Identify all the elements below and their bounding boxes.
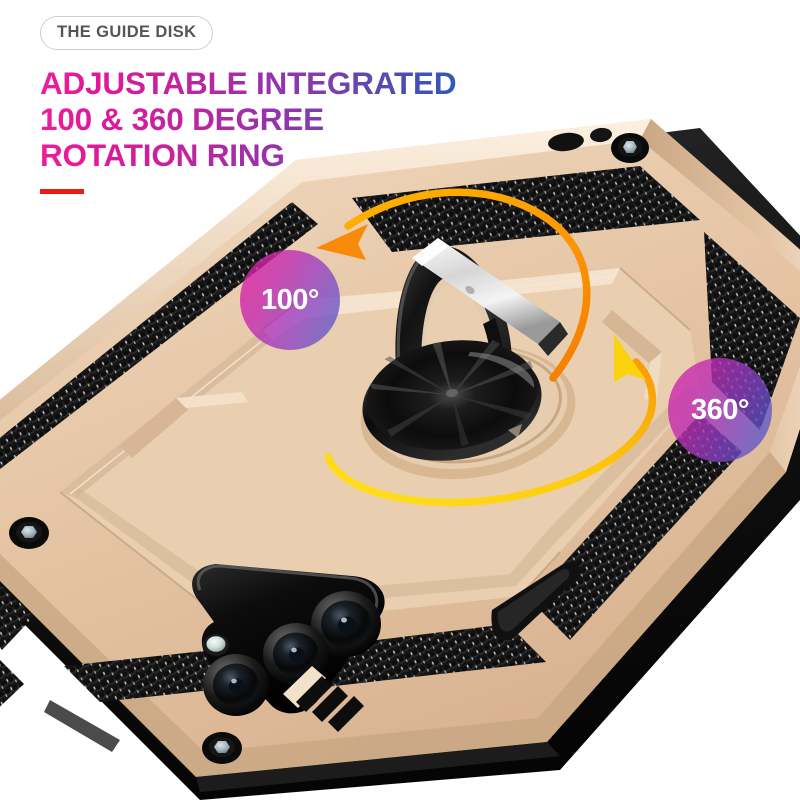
headline: ADJUSTABLE INTEGRATED 100 & 360 DEGREE R… — [40, 65, 560, 174]
camera-lens-3 — [203, 654, 269, 716]
marketing-copy-block: THE GUIDE DISK ADJUSTABLE INTEGRATED 100… — [40, 16, 560, 195]
camera-flash — [203, 634, 229, 656]
callout-badge-100-degrees[interactable]: 100° — [240, 250, 340, 350]
camera-module — [192, 564, 385, 716]
case-side-buttons — [283, 562, 581, 732]
case-top-buttons — [548, 127, 612, 152]
headline-line-2: 100 & 360 DEGREE — [40, 101, 560, 138]
callout-badge-100-label: 100° — [261, 283, 319, 316]
rotate-arrow-icon — [324, 334, 657, 507]
guide-disk-badge: THE GUIDE DISK — [40, 16, 214, 50]
case-left-notch — [120, 392, 248, 458]
headline-line-3: ROTATION RING — [40, 137, 560, 174]
bumper-edge-highlight — [44, 700, 560, 792]
guide-disk-badge-label: THE GUIDE DISK — [57, 23, 197, 41]
hex-screw-top-right — [611, 133, 649, 163]
tilt-arrow-icon — [316, 188, 591, 382]
accent-divider-bar — [40, 189, 84, 195]
ring-base-disc — [362, 339, 542, 461]
callout-badge-360-label: 360° — [691, 393, 749, 426]
headline-line-1: ADJUSTABLE INTEGRATED — [40, 65, 560, 102]
ring-chrome-clip — [412, 238, 568, 356]
hex-screw-left — [9, 517, 49, 549]
ring-kickstand — [360, 238, 576, 480]
camera-lens-1 — [311, 591, 381, 657]
camera-lens-2 — [263, 623, 329, 685]
callout-badge-360-degrees[interactable]: 360° — [668, 358, 772, 462]
phone-case-group — [0, 119, 800, 800]
hex-screw-bottom — [202, 732, 242, 764]
